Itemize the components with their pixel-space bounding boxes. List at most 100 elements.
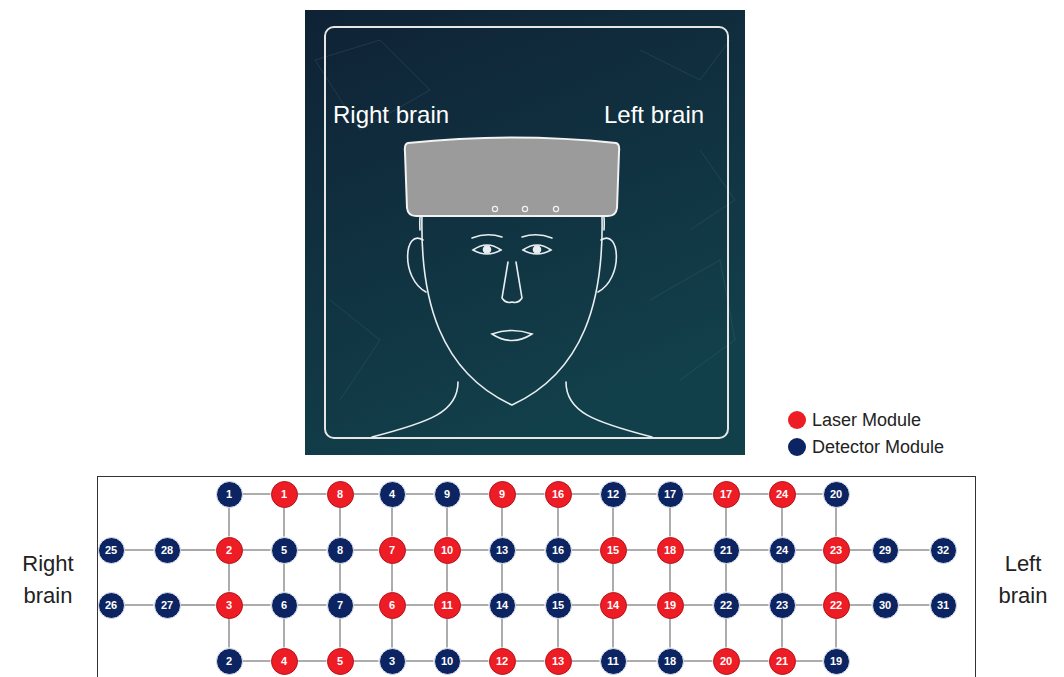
- grid-line: [446, 564, 447, 592]
- module-number: 11: [607, 656, 619, 667]
- grid-line: [725, 619, 726, 648]
- grid-line: [612, 564, 613, 592]
- module-number: 23: [830, 545, 842, 556]
- illustration-panel: [305, 10, 745, 455]
- grid-line: [298, 549, 327, 550]
- detector-module: 27: [154, 592, 181, 619]
- grid-line: [627, 493, 657, 494]
- module-number: 16: [552, 545, 564, 556]
- module-number: 2: [226, 545, 232, 556]
- detector-module: 26: [98, 592, 125, 619]
- grid-line: [557, 508, 558, 537]
- legend-swatch: [788, 438, 806, 456]
- detector-module: 2: [216, 648, 243, 675]
- laser-module: 23: [823, 537, 850, 564]
- module-number: 9: [499, 489, 505, 500]
- detector-module: 11: [600, 648, 627, 675]
- laser-module: 9: [489, 481, 516, 508]
- laser-module: 10: [434, 537, 461, 564]
- detector-module: 1: [216, 481, 243, 508]
- grid-line: [461, 604, 489, 605]
- grid-line: [725, 508, 726, 537]
- grid-line: [572, 660, 600, 661]
- module-number: 7: [337, 600, 343, 611]
- side-label: Right brain: [4, 548, 92, 612]
- module-number: 17: [664, 489, 676, 500]
- grid-line: [627, 660, 657, 661]
- grid-line: [516, 604, 545, 605]
- module-number: 4: [389, 489, 395, 500]
- laser-module: 3: [216, 592, 243, 619]
- detector-module: 17: [657, 481, 684, 508]
- grid-line: [125, 549, 154, 550]
- grid-line: [684, 660, 713, 661]
- laser-module: 11: [434, 592, 461, 619]
- laser-module: 6: [379, 592, 406, 619]
- module-number: 26: [105, 600, 117, 611]
- legend-swatch: [788, 411, 806, 429]
- grid-line: [612, 619, 613, 648]
- grid-line: [516, 549, 545, 550]
- grid-line: [684, 549, 713, 550]
- module-number: 7: [389, 545, 395, 556]
- grid-line: [461, 549, 489, 550]
- laser-module: 18: [657, 537, 684, 564]
- grid-line: [228, 564, 229, 592]
- detector-module: 29: [872, 537, 899, 564]
- module-number: 5: [337, 656, 343, 667]
- module-number: 1: [226, 489, 232, 500]
- grid-line: [354, 604, 379, 605]
- grid-line: [501, 508, 502, 537]
- grid-line: [835, 564, 836, 592]
- grid-line: [796, 604, 823, 605]
- grid-line: [572, 604, 600, 605]
- module-number: 19: [664, 600, 676, 611]
- grid-line: [339, 564, 340, 592]
- module-number: 6: [281, 600, 287, 611]
- grid-line: [850, 549, 872, 550]
- grid-line: [181, 604, 216, 605]
- detector-module: 10: [434, 648, 461, 675]
- grid-line: [740, 660, 769, 661]
- legend-text: Detector Module: [812, 436, 944, 458]
- module-number: 14: [496, 600, 508, 611]
- grid-line: [781, 564, 782, 592]
- module-number: 12: [496, 656, 508, 667]
- module-number: 8: [337, 545, 343, 556]
- laser-module: 19: [657, 592, 684, 619]
- grid-line: [406, 604, 434, 605]
- module-number: 13: [552, 656, 564, 667]
- laser-module: 14: [600, 592, 627, 619]
- detector-module: 3: [379, 648, 406, 675]
- detector-module: 4: [379, 481, 406, 508]
- detector-module: 14: [489, 592, 516, 619]
- detector-module: 28: [154, 537, 181, 564]
- detector-module: 15: [545, 592, 572, 619]
- module-number: 22: [830, 600, 842, 611]
- laser-module: 8: [327, 481, 354, 508]
- laser-module: 2: [216, 537, 243, 564]
- laser-module: 5: [327, 648, 354, 675]
- grid-line: [125, 604, 154, 605]
- module-number: 22: [720, 600, 732, 611]
- grid-line: [181, 549, 216, 550]
- module-number: 6: [389, 600, 395, 611]
- laser-module: 7: [379, 537, 406, 564]
- laser-module: 21: [769, 648, 796, 675]
- grid-line: [283, 508, 284, 537]
- grid-line: [781, 619, 782, 648]
- side-label: Left brain: [984, 548, 1062, 612]
- grid-line: [572, 493, 600, 494]
- laser-module: 22: [823, 592, 850, 619]
- hemisphere-label: Left brain: [604, 100, 734, 130]
- detector-module: 23: [769, 592, 796, 619]
- laser-module: 16: [545, 481, 572, 508]
- grid-line: [572, 549, 600, 550]
- detector-module: 31: [930, 592, 957, 619]
- detector-module: 30: [872, 592, 899, 619]
- grid-line: [557, 564, 558, 592]
- module-number: 10: [441, 545, 453, 556]
- detector-module: 13: [489, 537, 516, 564]
